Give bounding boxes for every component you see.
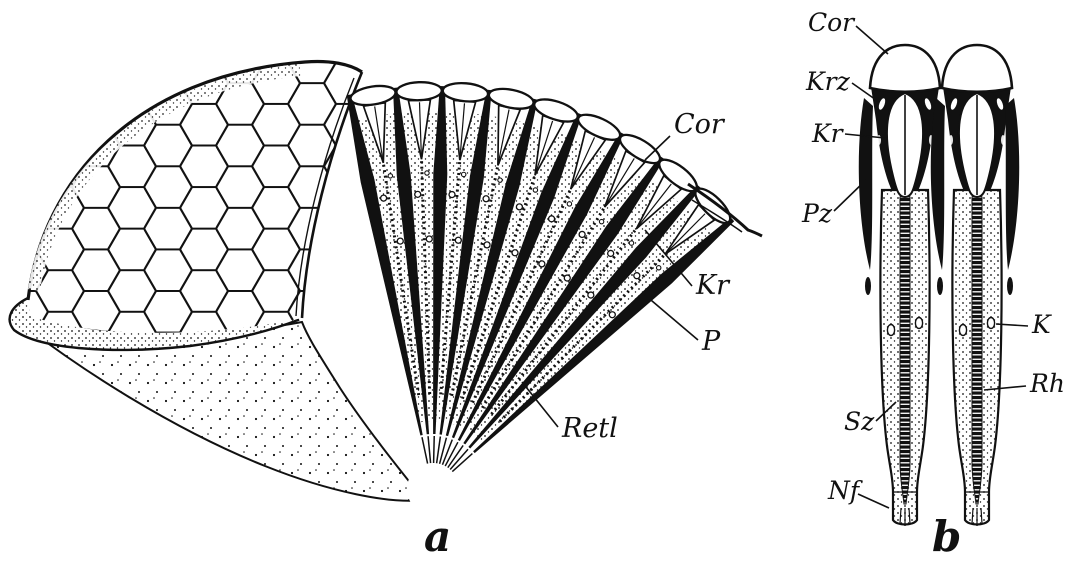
nerve-fibre [899, 507, 902, 525]
leader-kr-b [844, 133, 886, 139]
ommatidium-right [929, 43, 1014, 528]
dome-shading [28, 64, 301, 291]
cell-nucleus [886, 323, 896, 337]
ommatidium-left [858, 43, 942, 526]
rim-right-outer [687, 182, 763, 238]
leader-kr-a [644, 229, 693, 287]
leader-p-a [644, 294, 699, 341]
pigment-cell-spike [1005, 98, 1020, 270]
leader-retl-a [521, 381, 559, 428]
cornea-facet-surface [28, 61, 362, 333]
leader-sz-b [875, 401, 897, 422]
label-cor-a: Cor [674, 109, 726, 140]
label-retl-a: Retl [561, 413, 618, 444]
leader-rh-b [983, 385, 1027, 391]
panel-a: Cor Kr P Retl a [8, 59, 763, 561]
label-kr-b: Kr [811, 119, 845, 148]
nerve-fibre [908, 507, 911, 525]
leader-krz-b [851, 82, 880, 103]
label-p-a: P [701, 326, 721, 357]
rim-right-inner [691, 199, 743, 233]
leader-nf-b [857, 493, 890, 509]
caption-panel-a: a [424, 512, 451, 561]
ommatidia-fan [346, 81, 735, 515]
label-krz-b: Krz [805, 67, 851, 96]
pigment-cell-spike [858, 98, 873, 270]
label-rh-b: Rh [1029, 369, 1065, 398]
pigment-granule [1007, 277, 1013, 295]
rhabdom [899, 196, 911, 505]
pigment-granule [865, 277, 871, 295]
label-k-b: K [1031, 310, 1052, 339]
caption-panel-b: b [932, 512, 961, 561]
label-pz-b: Pz [801, 199, 833, 228]
leader-k-b [995, 323, 1029, 327]
cornea-cap [868, 43, 942, 94]
label-kr-a: Kr [695, 270, 731, 301]
leader-cor-a [644, 135, 671, 161]
leader-cor-b [855, 25, 889, 55]
cone-cell-nucleus [924, 98, 932, 110]
cone-cell-nucleus [878, 98, 886, 110]
cell-nucleus [914, 316, 924, 330]
panel-b: Cor Krz Kr Pz K Rh Sz Nf b [801, 8, 1065, 561]
leader-pz-b [833, 179, 867, 212]
label-nf-b: Nf [827, 476, 863, 505]
label-cor-b: Cor [808, 8, 856, 37]
cut-edge-inner [295, 77, 355, 317]
label-sz-b: Sz [844, 407, 875, 436]
